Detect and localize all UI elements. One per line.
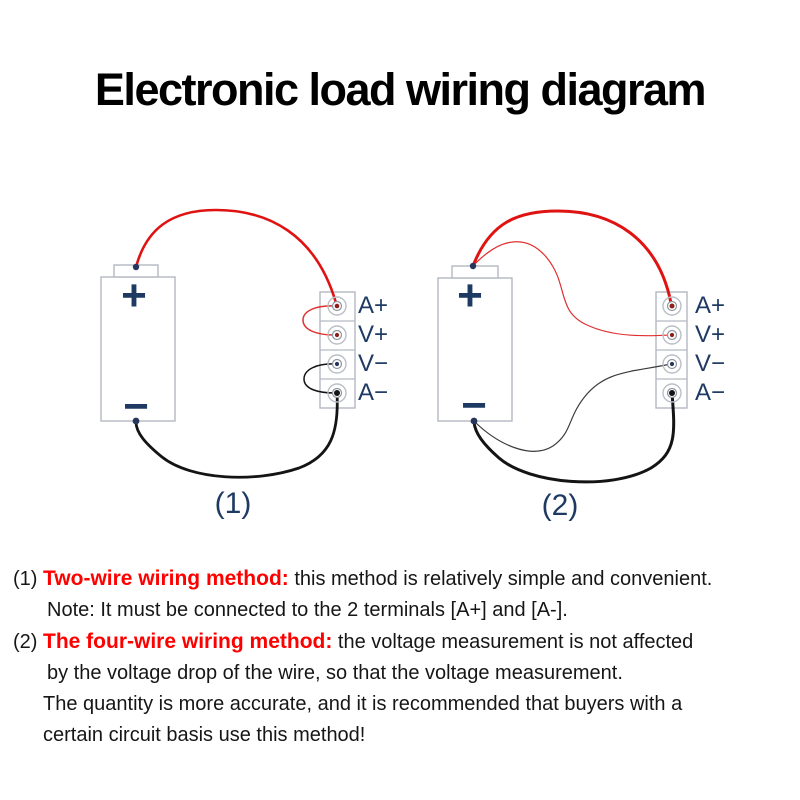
terminal-label-vplus: V+ bbox=[695, 321, 726, 348]
terminal-label-vminus: V− bbox=[695, 350, 726, 377]
terminal-dot bbox=[669, 332, 675, 338]
wire-red-thick-batteryplus-to-aplus bbox=[471, 209, 673, 305]
terminal-aminus bbox=[662, 383, 682, 403]
battery-minus-dot bbox=[470, 417, 478, 425]
item1-number: (1) bbox=[13, 568, 38, 590]
terminal-dot bbox=[669, 303, 675, 309]
terminal-label-aminus: A− bbox=[695, 379, 726, 406]
battery-body bbox=[437, 277, 513, 422]
battery-body bbox=[100, 276, 176, 422]
description-item1-line1: (1) Two-wire wiring method: this method … bbox=[0, 563, 800, 595]
terminal-dot bbox=[669, 390, 675, 396]
terminal-label-aminus: A− bbox=[358, 379, 389, 406]
description-block: (1) Two-wire wiring method: this method … bbox=[0, 563, 800, 751]
item1-text: this method is relatively simple and con… bbox=[294, 568, 713, 590]
caption-diagram-1: (1) bbox=[214, 487, 252, 520]
wire-red-thin-batteryplus-to-vplus bbox=[472, 241, 671, 337]
wire-red-batteryplus-to-aplus bbox=[134, 208, 338, 305]
battery-plus-dot bbox=[469, 262, 477, 270]
terminal-aplus bbox=[662, 296, 682, 316]
item2-text: the voltage measurement is not affected bbox=[337, 631, 694, 653]
description-item1-note: Note: It must be connected to the 2 term… bbox=[47, 599, 568, 621]
item1-heading: Two-wire wiring method: bbox=[43, 567, 289, 590]
terminal-dot bbox=[334, 390, 340, 396]
wire-black-jumper-vminus-to-aminus bbox=[303, 363, 337, 394]
terminal-label-aplus: A+ bbox=[358, 292, 389, 319]
terminal-label-aplus: A+ bbox=[695, 292, 726, 319]
caption-diagram-2: (2) bbox=[541, 489, 579, 522]
wire-red-jumper-aplus-to-vplus bbox=[302, 305, 336, 336]
item2-heading: The four-wire wiring method: bbox=[43, 630, 333, 653]
diagram-four-wire: + − bbox=[437, 209, 688, 484]
page-title: Electronic load wiring diagram bbox=[94, 64, 707, 115]
description-item2-line3: The quantity is more accurate, and it is… bbox=[43, 693, 683, 715]
terminal-dot bbox=[669, 361, 675, 367]
terminal-vplus bbox=[327, 325, 347, 345]
item2-number: (2) bbox=[13, 631, 38, 653]
terminal-vplus bbox=[662, 325, 682, 345]
diagram-two-wire: + − bbox=[100, 208, 356, 479]
terminal-vminus bbox=[662, 354, 682, 374]
wire-black-thick-aminus-to-batteryminus bbox=[472, 391, 676, 484]
description-item2-line4: certain circuit basis use this method! bbox=[43, 724, 366, 746]
terminal-aminus bbox=[327, 383, 347, 403]
description-item2-line2: by the voltage drop of the wire, so that… bbox=[47, 662, 623, 684]
terminal-aplus bbox=[327, 296, 347, 316]
terminal-label-vplus: V+ bbox=[358, 321, 389, 348]
battery-plus-symbol: + bbox=[121, 271, 147, 320]
wire-black-aminus-to-batteryminus bbox=[134, 391, 339, 479]
description-item2-line1: (2) The four-wire wiring method: the vol… bbox=[0, 626, 800, 658]
battery-plus-dot bbox=[132, 263, 140, 271]
terminal-dot bbox=[334, 361, 340, 367]
terminal-vminus bbox=[327, 354, 347, 374]
wire-black-thin-vminus-to-batteryminus bbox=[475, 363, 672, 452]
battery-plus-symbol: + bbox=[457, 271, 483, 320]
terminal-dot bbox=[334, 303, 340, 309]
terminal-label-vminus: V− bbox=[358, 350, 389, 377]
terminal-dot bbox=[334, 332, 340, 338]
battery-minus-dot bbox=[132, 417, 140, 425]
